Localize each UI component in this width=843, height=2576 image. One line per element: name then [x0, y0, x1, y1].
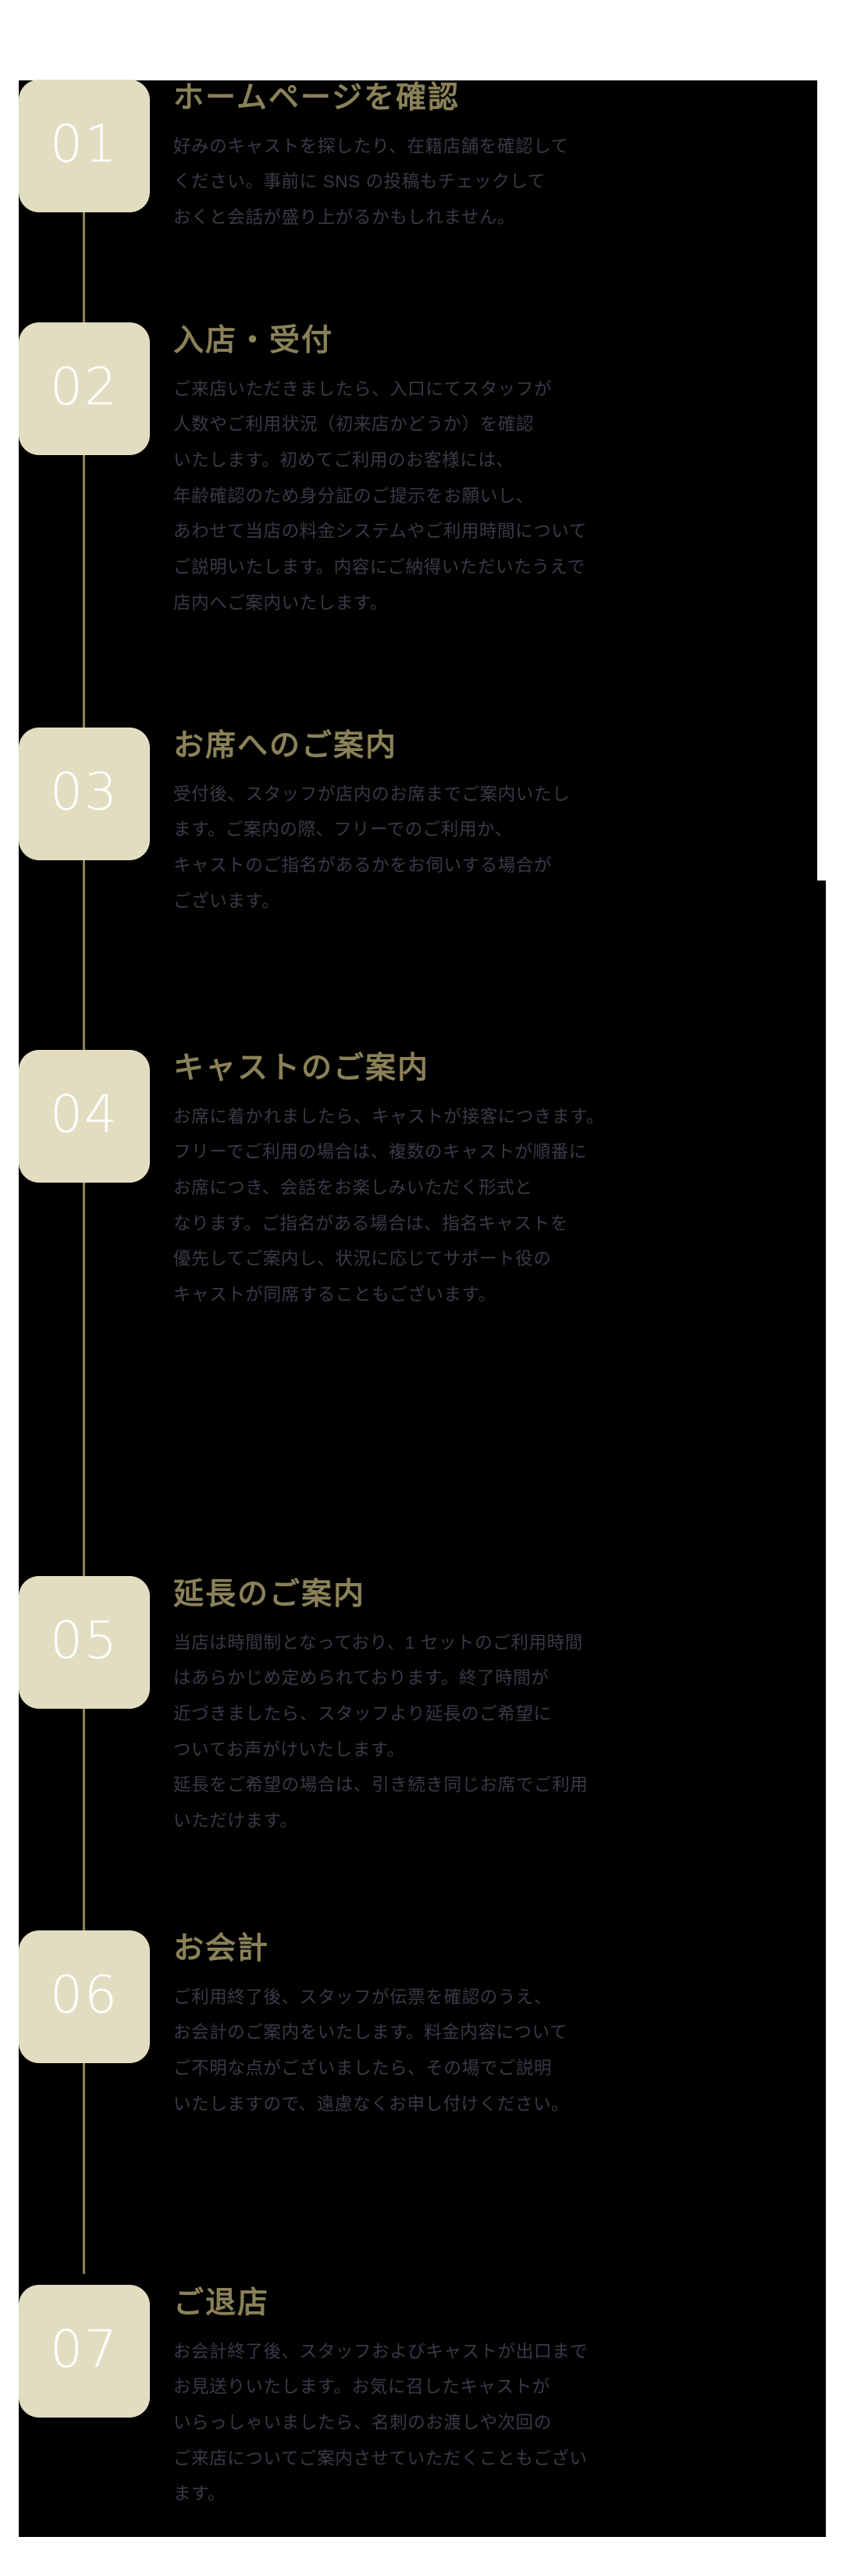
step-description: 好みのキャストを探したり、在籍店舗を確認して ください。事前に SNS の投稿も… [173, 136, 569, 228]
step-number-label: 07 [50, 2319, 119, 2379]
step-number-badge-06: 06 [19, 1930, 150, 2063]
step-title: ホームページを確認 [173, 81, 461, 115]
step-title: キャストのご案内 [173, 1051, 430, 1085]
step-number-label: 02 [50, 357, 119, 417]
step-title: 入店・受付 [173, 324, 334, 358]
step-description: 当店は時間制となっており、1 セットのご利用時間 はあらかじめ定められております… [173, 1632, 589, 1831]
step-number-label: 03 [50, 762, 119, 822]
step-body: 入店・受付 ご来店いただきましたら、入口にてスタッフが 人数やご利用状況（初来店… [173, 322, 829, 621]
step-body: ホームページを確認 好みのキャストを探したり、在籍店舗を確認して ください。事前… [173, 80, 829, 236]
step-description: ご利用終了後、スタッフが伝票を確認のうえ、 お会計のご案内をいたします。料金内容… [173, 1987, 570, 2114]
step-number-label: 05 [50, 1610, 119, 1670]
panel-background-lower [19, 881, 826, 2537]
step-number-badge-04: 04 [19, 1050, 150, 1183]
step-body: ご退店 お会計終了後、スタッフおよびキャストが出口まで お見送りいたします。お気… [173, 2285, 829, 2512]
step-body: お席へのご案内 受付後、スタッフが店内のお席までご案内いたし ます。ご案内の際、… [173, 728, 829, 919]
step-number-label: 01 [50, 114, 119, 174]
step-title: お席へのご案内 [173, 729, 398, 763]
step-description: お会計終了後、スタッフおよびキャストが出口まで お見送りいたします。お気に召した… [173, 2341, 589, 2504]
step-description: ご来店いただきましたら、入口にてスタッフが 人数やご利用状況（初来店かどうか）を… [173, 379, 587, 613]
step-number-badge-05: 05 [19, 1576, 150, 1709]
step-description: お席に着かれましたら、キャストが接客につきます。 フリーでご利用の場合は、複数の… [173, 1106, 605, 1305]
step-number-badge-02: 02 [19, 322, 150, 455]
step-number-badge-07: 07 [19, 2285, 150, 2418]
step-title: ご退店 [173, 2286, 270, 2320]
step-title: 延長のご案内 [173, 1578, 366, 1611]
step-body: お会計 ご利用終了後、スタッフが伝票を確認のうえ、 お会計のご案内をいたします。… [173, 1930, 829, 2122]
step-number-label: 04 [50, 1084, 119, 1144]
step-description: 受付後、スタッフが店内のお席までご案内いたし ます。ご案内の際、フリーでのご利用… [173, 784, 571, 911]
step-number-label: 06 [50, 1965, 119, 2025]
step-body: キャストのご案内 お席に着かれましたら、キャストが接客につきます。 フリーでご利… [173, 1050, 829, 1313]
step-title: お会計 [173, 1932, 270, 1966]
step-number-badge-03: 03 [19, 728, 150, 860]
step-number-badge-01: 01 [19, 80, 150, 212]
panel-background-upper [19, 80, 817, 881]
step-body: 延長のご案内 当店は時間制となっており、1 セットのご利用時間 はあらかじめ定め… [173, 1576, 829, 1839]
